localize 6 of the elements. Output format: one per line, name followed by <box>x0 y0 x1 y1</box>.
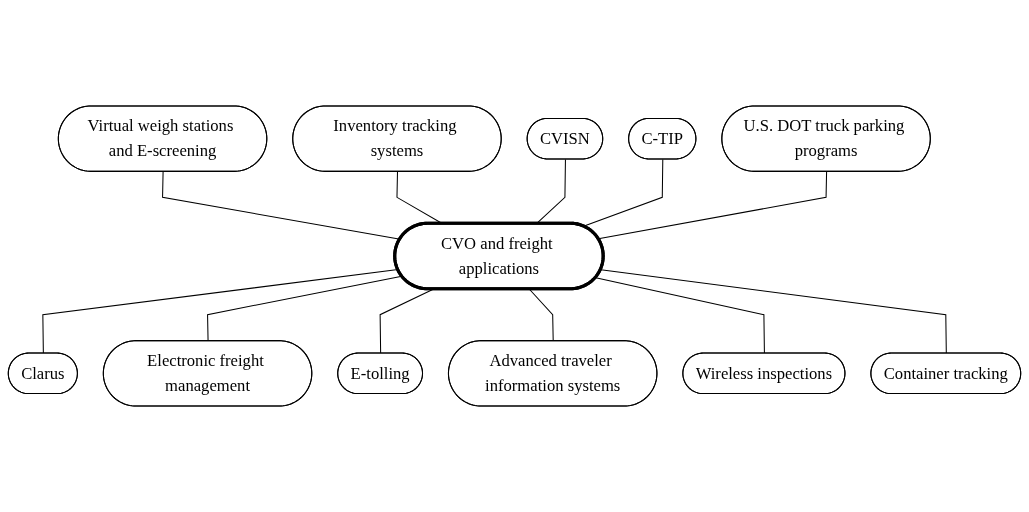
connector <box>595 277 765 355</box>
connector <box>600 269 947 355</box>
connector <box>528 288 554 342</box>
connector <box>207 275 403 342</box>
connector <box>379 288 434 355</box>
connector <box>583 158 664 227</box>
